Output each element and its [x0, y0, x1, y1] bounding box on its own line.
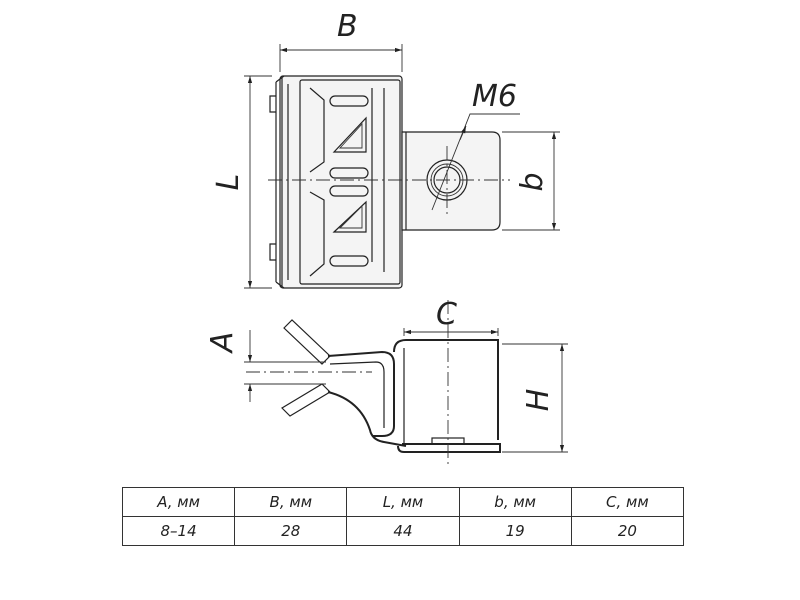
spec-table: A, мм B, мм L, мм b, мм C, мм 8–14 28 44…	[121, 487, 685, 546]
label-L: L	[211, 174, 246, 191]
label-A: A	[205, 332, 240, 355]
label-thread-M6: M6	[472, 79, 517, 114]
header-cell-L: L, мм	[346, 487, 460, 517]
table-value-row: 8–14 28 44 19 20	[121, 516, 685, 546]
label-b: b	[515, 172, 550, 191]
value-cell-L: 44	[346, 516, 460, 546]
value-cell-b: 19	[458, 516, 572, 546]
top-view	[244, 44, 560, 289]
label-B: B	[337, 9, 358, 44]
table-header-row: A, мм B, мм L, мм b, мм C, мм	[121, 487, 685, 517]
value-cell-B: 28	[234, 516, 348, 546]
value-cell-C: 20	[570, 516, 685, 546]
value-cell-A: 8–14	[121, 516, 236, 546]
technical-drawing: B L b M6 A C H	[205, 9, 568, 468]
label-C: C	[436, 297, 457, 332]
label-H: H	[521, 389, 556, 412]
header-cell-C: C, мм	[570, 487, 685, 517]
side-view	[244, 300, 568, 468]
header-cell-b: b, мм	[458, 487, 572, 517]
header-cell-B: B, мм	[234, 487, 348, 517]
header-cell-A: A, мм	[121, 487, 236, 517]
